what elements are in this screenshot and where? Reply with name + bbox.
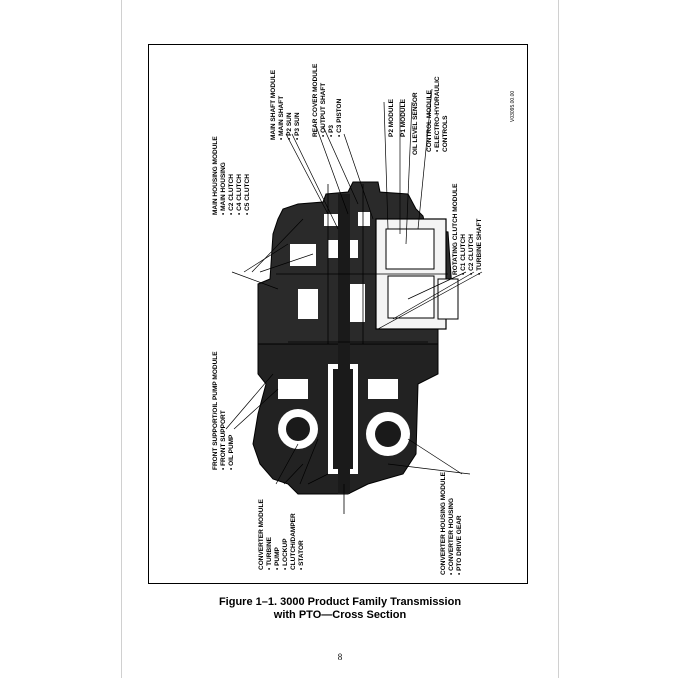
- callout-line: P2 MODULE: [388, 99, 395, 137]
- figure-code: V03095.00.00: [509, 62, 521, 122]
- callout-line: MAIN SHAFT MODULE: [270, 69, 277, 140]
- callout-line: • C5 CLUTCH: [244, 174, 251, 215]
- page-number: 8: [337, 652, 343, 662]
- callout-line: • FRONT SUPPORT: [220, 410, 227, 470]
- callout-line: • OUTPUT SHAFT: [320, 82, 327, 137]
- callout-line: • STATOR: [298, 540, 305, 570]
- caption-line-1: Figure 1–1. 3000 Product Family Transmis…: [218, 596, 462, 608]
- callout-line: • P3: [328, 124, 335, 137]
- page-left-edge: [121, 0, 122, 678]
- callout-line: • PTO DRIVE GEAR: [456, 515, 463, 575]
- callout-line: • MAIN HOUSING: [220, 162, 227, 215]
- callout-line: CONTROL MODULE: [426, 90, 433, 152]
- callout-line: • C2 CLUTCH: [228, 174, 235, 215]
- callout-line: • C2 CLUTCH: [468, 234, 475, 275]
- callout-main-shaft-module: MAIN SHAFT MODULE • MAIN SHAFT • P2 SUN …: [270, 70, 302, 140]
- figure-caption: Figure 1–1. 3000 Product Family Transmis…: [180, 596, 500, 622]
- callout-line: • LOCKUP: [282, 538, 289, 570]
- callout-line: ROTATING CLUTCH MODULE: [452, 183, 459, 275]
- callout-line: • TURBINE: [266, 537, 273, 570]
- callout-line: OIL LEVEL SENSOR: [412, 92, 419, 155]
- callout-line: • P3 SUN: [294, 112, 301, 140]
- callout-line: • TURBINE SHAFT: [476, 218, 483, 275]
- callout-rotating-clutch-module: ROTATING CLUTCH MODULE • C1 CLUTCH • C2 …: [452, 184, 484, 275]
- callout-line: FRONT SUPPORT/OIL PUMP MODULE: [212, 351, 219, 470]
- callout-main-housing-module: MAIN HOUSING MODULE • MAIN HOUSING • C2 …: [212, 136, 252, 215]
- page-right-edge: [558, 0, 559, 678]
- callout-line: • MAIN SHAFT: [278, 95, 285, 140]
- callout-line: • ELECTRO-HYDRAULIC: [434, 76, 441, 152]
- callout-line: CONTROLS: [442, 115, 449, 152]
- callout-p1-module: P1 MODULE: [400, 99, 408, 137]
- callout-line: • C3 PISTON: [336, 98, 343, 137]
- callout-line: CONVERTER MODULE: [258, 499, 265, 570]
- callout-p2-module: P2 MODULE: [388, 99, 396, 137]
- callout-line: MAIN HOUSING MODULE: [212, 136, 219, 215]
- callout-line: CLUTCH/DAMPER: [290, 513, 297, 570]
- callout-line: • C4 CLUTCH: [236, 174, 243, 215]
- callout-line: • P2 SUN: [286, 112, 293, 140]
- callout-line: • C1 CLUTCH: [460, 234, 467, 275]
- figure-code-text: V03095.00.00: [510, 90, 516, 122]
- callout-converter-housing-module: CONVERTER HOUSING MODULE • CONVERTER HOU…: [440, 472, 464, 575]
- callout-line: • OIL PUMP: [228, 434, 235, 470]
- callout-oil-level-sensor: OIL LEVEL SENSOR: [412, 92, 420, 155]
- callout-converter-module: CONVERTER MODULE • TURBINE • PUMP • LOCK…: [258, 499, 306, 570]
- callout-line: • CONVERTER HOUSING: [448, 497, 455, 575]
- caption-line-2: with PTO—Cross Section: [273, 609, 407, 621]
- callout-line: CONVERTER HOUSING MODULE: [440, 472, 447, 575]
- callout-front-support-oil-pump-module: FRONT SUPPORT/OIL PUMP MODULE • FRONT SU…: [212, 351, 236, 470]
- callout-line: P1 MODULE: [400, 99, 407, 137]
- callout-line: REAR COVER MODULE: [312, 63, 319, 137]
- callout-line: • PUMP: [274, 547, 281, 570]
- callout-control-module: CONTROL MODULE • ELECTRO-HYDRAULIC CONTR…: [426, 76, 450, 152]
- callout-rear-cover-module: REAR COVER MODULE • OUTPUT SHAFT • P3 • …: [312, 64, 344, 137]
